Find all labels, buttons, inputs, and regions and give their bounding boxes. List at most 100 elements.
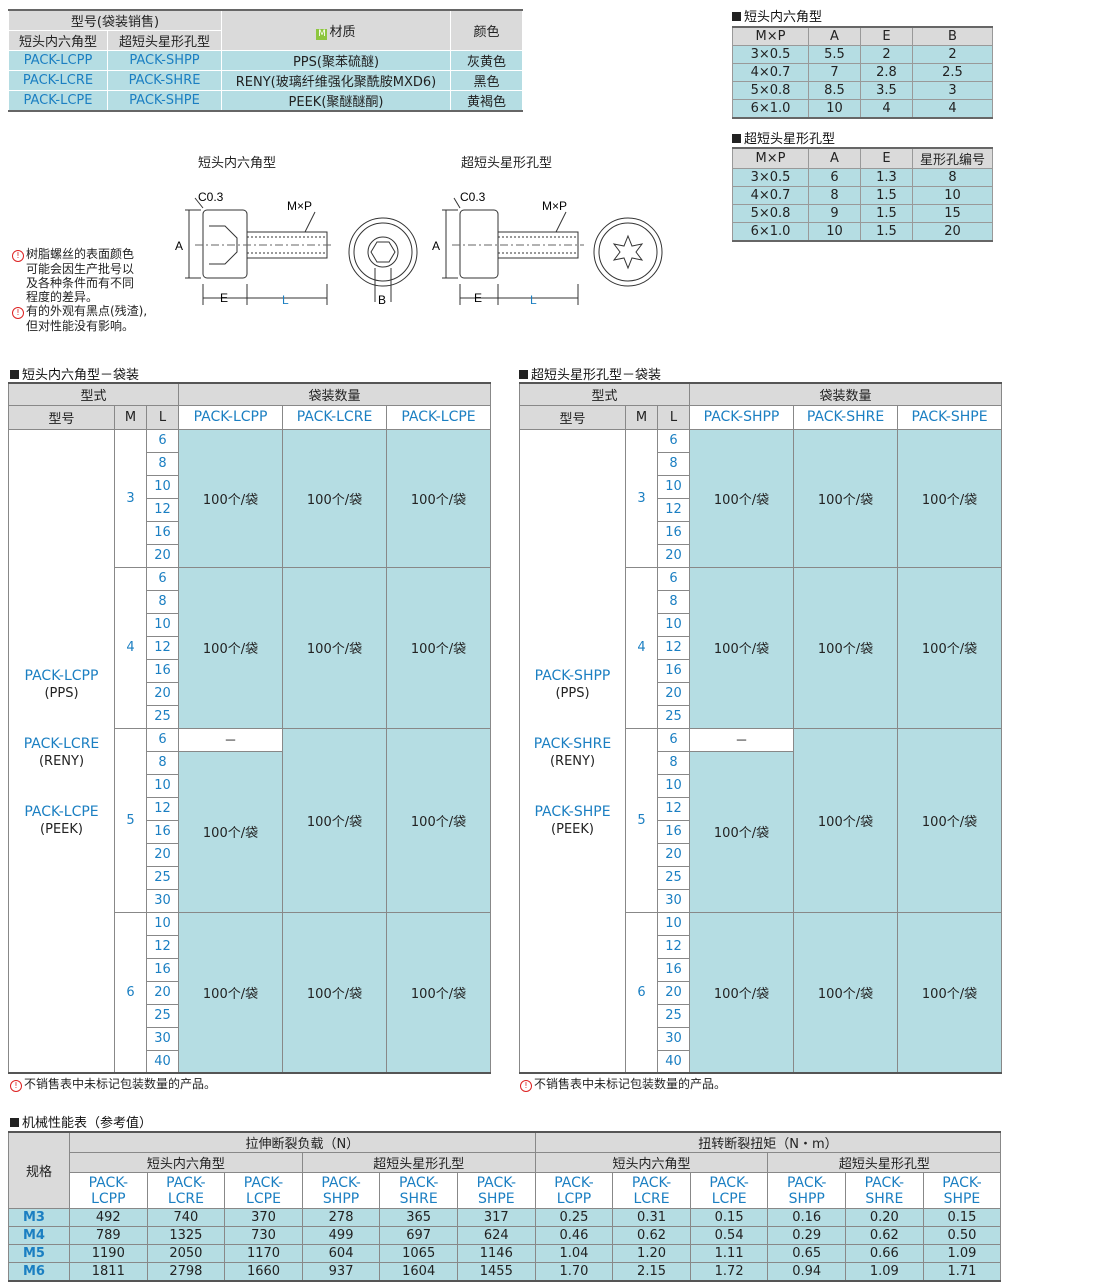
- l-value: 12: [145, 497, 180, 522]
- pack-row: 8: [520, 589, 1002, 614]
- l-value: 8: [656, 451, 691, 476]
- model-material: (PPS): [555, 685, 590, 701]
- pack-row: 30: [520, 888, 1002, 913]
- model-list-cell: PACK-SHPP(PPS)PACK-SHRE(RENY)PACK-SHPE(P…: [519, 428, 626, 1074]
- pack-row: 10: [9, 773, 491, 798]
- qty-cell: 100个/袋: [386, 566, 492, 729]
- model-entry: PACK-LCPE(PEEK): [10, 803, 114, 838]
- qty-cell: 100个/袋: [897, 911, 1003, 1074]
- mech-value: 1.09: [845, 1262, 924, 1282]
- spec-cell: 6×1.0: [732, 99, 809, 119]
- l-value: 30: [656, 1026, 691, 1051]
- pack-row: 10: [520, 612, 1002, 637]
- notes: !树脂螺丝的表面颜色 可能会因生产批号以 及各种条件而有不同 程度的差异。 !有…: [12, 247, 147, 333]
- mech-value: 0.94: [767, 1262, 847, 1282]
- column-code: PACK-SHPE: [922, 1172, 1002, 1209]
- spec-value: M3: [8, 1208, 70, 1227]
- qty-cell: 100个/袋: [689, 428, 795, 568]
- pack-row: 10: [9, 612, 491, 637]
- l-value: 10: [145, 773, 180, 798]
- qty-cell: 100个/袋: [689, 911, 795, 1074]
- column-code: PACK-LCPE: [689, 1172, 769, 1209]
- qty-cell: 100个/袋: [178, 750, 284, 913]
- qty-cell: 100个/袋: [386, 428, 492, 568]
- m-value: 4: [625, 566, 658, 729]
- color-header: 颜色: [450, 9, 523, 51]
- code-suffix: LCPP: [556, 1190, 592, 1207]
- l-value: 8: [656, 589, 691, 614]
- spec-header: M×P: [732, 26, 809, 46]
- l-value: 12: [145, 635, 180, 660]
- spec-cell: 9: [808, 204, 861, 223]
- qty-cell: 100个/袋: [282, 911, 388, 1074]
- spec-value: M5: [8, 1244, 70, 1263]
- spec-cell: 8.5: [808, 81, 861, 100]
- l-value: 20: [656, 980, 691, 1005]
- model-list-cell: PACK-LCPP(PPS)PACK-LCRE(RENY)PACK-LCPE(P…: [8, 428, 115, 1074]
- spec-cell: 2.8: [860, 63, 913, 82]
- mech-value: 0.65: [767, 1244, 847, 1263]
- pack-row: 20: [9, 681, 491, 706]
- model-code: PACK-LCPP: [24, 667, 99, 684]
- column-code: PACK-SHRE: [845, 1172, 924, 1209]
- m-value: 6: [625, 911, 658, 1074]
- model-header: 型号: [519, 404, 626, 430]
- mech-value: 1.09: [922, 1244, 1002, 1263]
- code-prefix: PACK-: [554, 1174, 594, 1191]
- mech-value: 1455: [456, 1262, 536, 1282]
- column-code: PACK-LCPP: [534, 1172, 614, 1209]
- hex-group-header: 短头内六角型: [69, 1152, 303, 1173]
- model-code: PACK-LCPE: [24, 803, 99, 820]
- spec-header: A: [808, 147, 861, 169]
- qty-cell: 100个/袋: [793, 428, 899, 568]
- spec-cell: 1.5: [860, 186, 913, 205]
- l-value: 25: [656, 704, 691, 729]
- l-value: 12: [656, 635, 691, 660]
- pack-row: 10: [520, 474, 1002, 499]
- pack-row: 20: [9, 980, 491, 1005]
- mech-value: 492: [69, 1208, 148, 1227]
- column-code: PACK-LCPE: [224, 1172, 303, 1209]
- l-value: 12: [145, 796, 180, 821]
- column-code: PACK-LCPP: [69, 1172, 148, 1209]
- l-value: 16: [656, 520, 691, 545]
- pack-row: PACK-SHPP(PPS)PACK-SHRE(RENY)PACK-SHPE(P…: [519, 428, 1003, 1074]
- l-value: 16: [656, 658, 691, 683]
- l-value: 10: [656, 474, 691, 499]
- l-value: 10: [656, 911, 691, 936]
- pack-row: 16: [9, 520, 491, 545]
- pack-row: 12: [520, 497, 1002, 522]
- l-value: 6: [145, 566, 180, 591]
- code-suffix: SHPE: [943, 1190, 981, 1207]
- spec-cell: 2: [912, 45, 993, 64]
- mech-value: 1.72: [689, 1262, 769, 1282]
- star-mxp-label: M×P: [542, 199, 567, 213]
- mech-value: 1.11: [689, 1244, 769, 1263]
- mech-value: 317: [456, 1208, 536, 1227]
- hex-mxp-label: M×P: [287, 199, 312, 213]
- mech-value: 365: [379, 1208, 458, 1227]
- qty-header: 袋装数量: [178, 382, 492, 406]
- l-value: 10: [145, 911, 180, 936]
- l-value: 16: [145, 520, 180, 545]
- spec-cell: 10: [808, 222, 861, 242]
- spec-header: E: [860, 147, 913, 169]
- pack-hex-title: 短头内六角型－袋装: [10, 364, 139, 383]
- l-value: 12: [656, 934, 691, 959]
- pack-row: 20: [520, 543, 1002, 568]
- code-suffix: LCRE: [167, 1190, 204, 1207]
- star-e-label: E: [474, 291, 482, 305]
- pack-row: 10: [9, 474, 491, 499]
- column-code: PACK-LCPP: [178, 404, 284, 430]
- spec-cell: 20: [912, 222, 993, 242]
- mech-value: 1.04: [534, 1244, 614, 1263]
- qty-cell: 100个/袋: [897, 428, 1003, 568]
- l-value: 8: [145, 750, 180, 775]
